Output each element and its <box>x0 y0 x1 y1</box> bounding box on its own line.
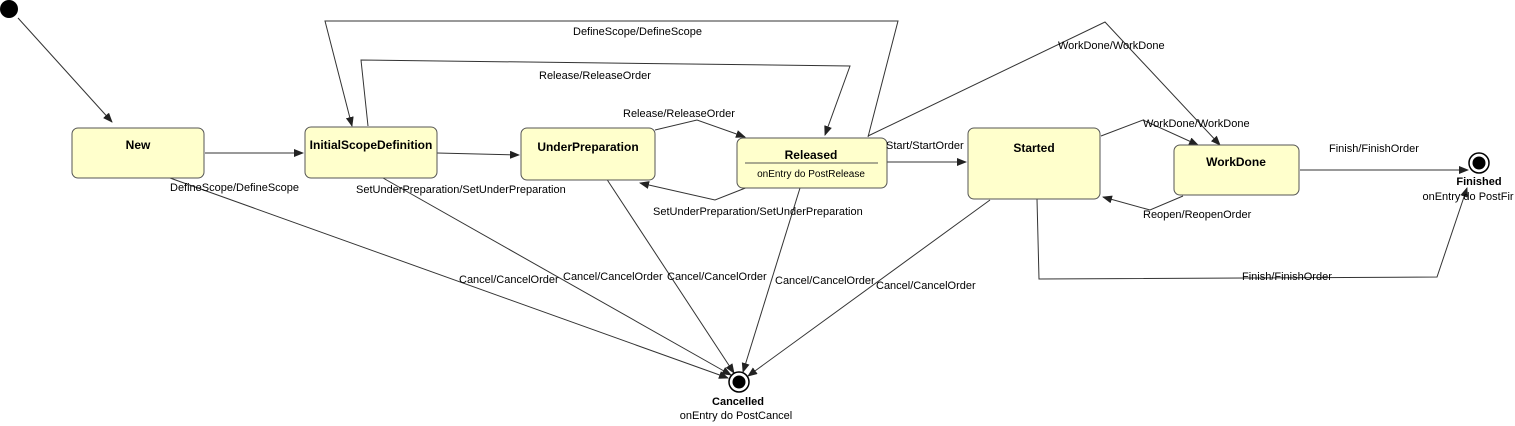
edge-initial-released-loop <box>360 59 851 136</box>
state-initial-scope-definition[interactable]: InitialScopeDefinition <box>304 126 438 179</box>
state-initial-scope-definition-name: InitialScopeDefinition <box>310 138 433 152</box>
edge-released-underprep <box>639 181 749 201</box>
final-cancelled-name: Cancelled <box>712 396 764 408</box>
label-cancel-started: Cancel/CancelOrder <box>876 280 976 292</box>
label-release-top: Release/ReleaseOrder <box>539 70 651 82</box>
label-set-under-prep-1: SetUnderPreparation/SetUnderPreparation <box>356 184 566 196</box>
edge-initial-new <box>17 17 113 123</box>
state-under-preparation[interactable]: UnderPreparation <box>520 127 656 181</box>
final-finished-entry: onEntry do PostFir <box>1422 191 1513 203</box>
state-workdone[interactable]: WorkDone <box>1173 144 1300 196</box>
final-cancelled-entry: onEntry do PostCancel <box>680 410 793 422</box>
label-workdone-mid: WorkDone/WorkDone <box>1143 118 1250 130</box>
label-reopen: Reopen/ReopenOrder <box>1143 209 1252 221</box>
edge-new-cancelled <box>169 177 729 379</box>
edge-initial-cancelled <box>382 177 732 376</box>
final-cancelled[interactable]: Cancelled onEntry do PostCancel <box>680 371 793 422</box>
final-cancelled-inner <box>732 375 746 389</box>
label-cancel-released: Cancel/CancelOrder <box>775 275 875 287</box>
edges <box>17 17 1469 379</box>
state-started[interactable]: Started <box>967 127 1101 200</box>
state-new-name: New <box>126 138 151 152</box>
state-released[interactable]: Released onEntry do PostRelease <box>736 137 888 189</box>
label-define-scope-top: DefineScope/DefineScope <box>573 26 702 38</box>
edge-workdone-started <box>1102 195 1184 211</box>
edge-released-workdone <box>867 21 1221 146</box>
transition-labels: DefineScope/DefineScope Release/ReleaseO… <box>170 26 1419 292</box>
edge-initial-underprep <box>436 150 520 159</box>
final-finished-name: Finished <box>1456 176 1501 188</box>
edge-started-finished <box>1036 187 1468 280</box>
label-cancel-initial: Cancel/CancelOrder <box>563 271 663 283</box>
state-started-name: Started <box>1013 141 1054 155</box>
state-under-preparation-name: UnderPreparation <box>537 140 638 154</box>
state-released-entry: onEntry do PostRelease <box>757 169 865 180</box>
label-finish-started: Finish/FinishOrder <box>1242 271 1332 283</box>
label-workdone-top: WorkDone/WorkDone <box>1058 40 1165 52</box>
edge-underprep-cancelled <box>605 177 735 374</box>
label-cancel-underprep: Cancel/CancelOrder <box>667 271 767 283</box>
final-finished-inner <box>1472 156 1486 170</box>
state-workdone-name: WorkDone <box>1206 155 1266 169</box>
edge-started-workdone <box>1100 119 1199 146</box>
label-finish-workdone: Finish/FinishOrder <box>1329 143 1419 155</box>
label-start: Start/StartOrder <box>886 140 964 152</box>
label-release-mid: Release/ReleaseOrder <box>623 108 735 120</box>
label-cancel-new: Cancel/CancelOrder <box>459 274 559 286</box>
initial-node <box>0 0 18 18</box>
state-released-name: Released <box>785 148 838 162</box>
edge-released-initial-loop <box>324 20 899 138</box>
label-set-under-prep-2: SetUnderPreparation/SetUnderPreparation <box>653 206 863 218</box>
final-finished[interactable]: Finished onEntry do PostFir <box>1422 152 1514 203</box>
state-new[interactable]: New <box>71 127 205 179</box>
label-define-scope-new: DefineScope/DefineScope <box>170 182 299 194</box>
edge-started-cancelled <box>747 199 991 377</box>
edge-underprep-released <box>654 119 746 138</box>
edge-released-cancelled <box>741 187 801 373</box>
